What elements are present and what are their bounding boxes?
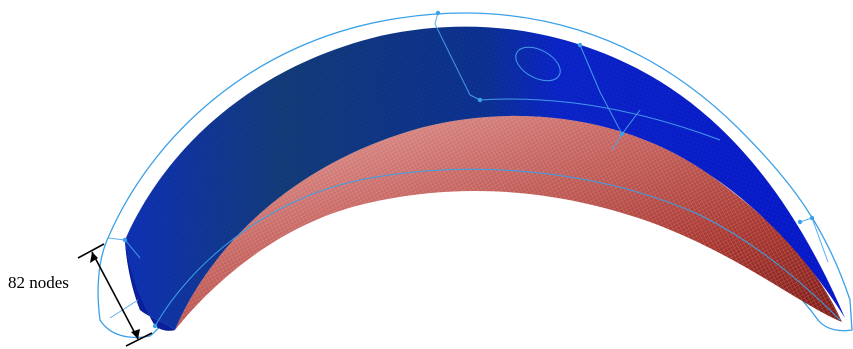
pressure-surface-mesh bbox=[175, 115, 842, 331]
vertex-markers bbox=[122, 10, 815, 329]
vertex-marker-icon bbox=[577, 42, 583, 48]
vertex-marker-icon bbox=[122, 237, 128, 243]
vertex-marker-icon bbox=[435, 10, 441, 16]
double-arrow-dimension-icon bbox=[77, 243, 153, 347]
block-topology-lines bbox=[107, 11, 829, 319]
vertex-marker-icon bbox=[619, 131, 625, 137]
inner-boundary-outline bbox=[154, 168, 841, 327]
vertex-marker-icon bbox=[152, 323, 158, 329]
node-count-label: 82 nodes bbox=[8, 273, 69, 292]
vertex-marker-icon bbox=[797, 219, 803, 225]
leading-edge-face bbox=[125, 240, 175, 331]
suction-surface-mesh bbox=[125, 26, 845, 331]
vertex-marker-icon bbox=[809, 215, 815, 221]
vertex-marker-icon bbox=[477, 97, 483, 103]
